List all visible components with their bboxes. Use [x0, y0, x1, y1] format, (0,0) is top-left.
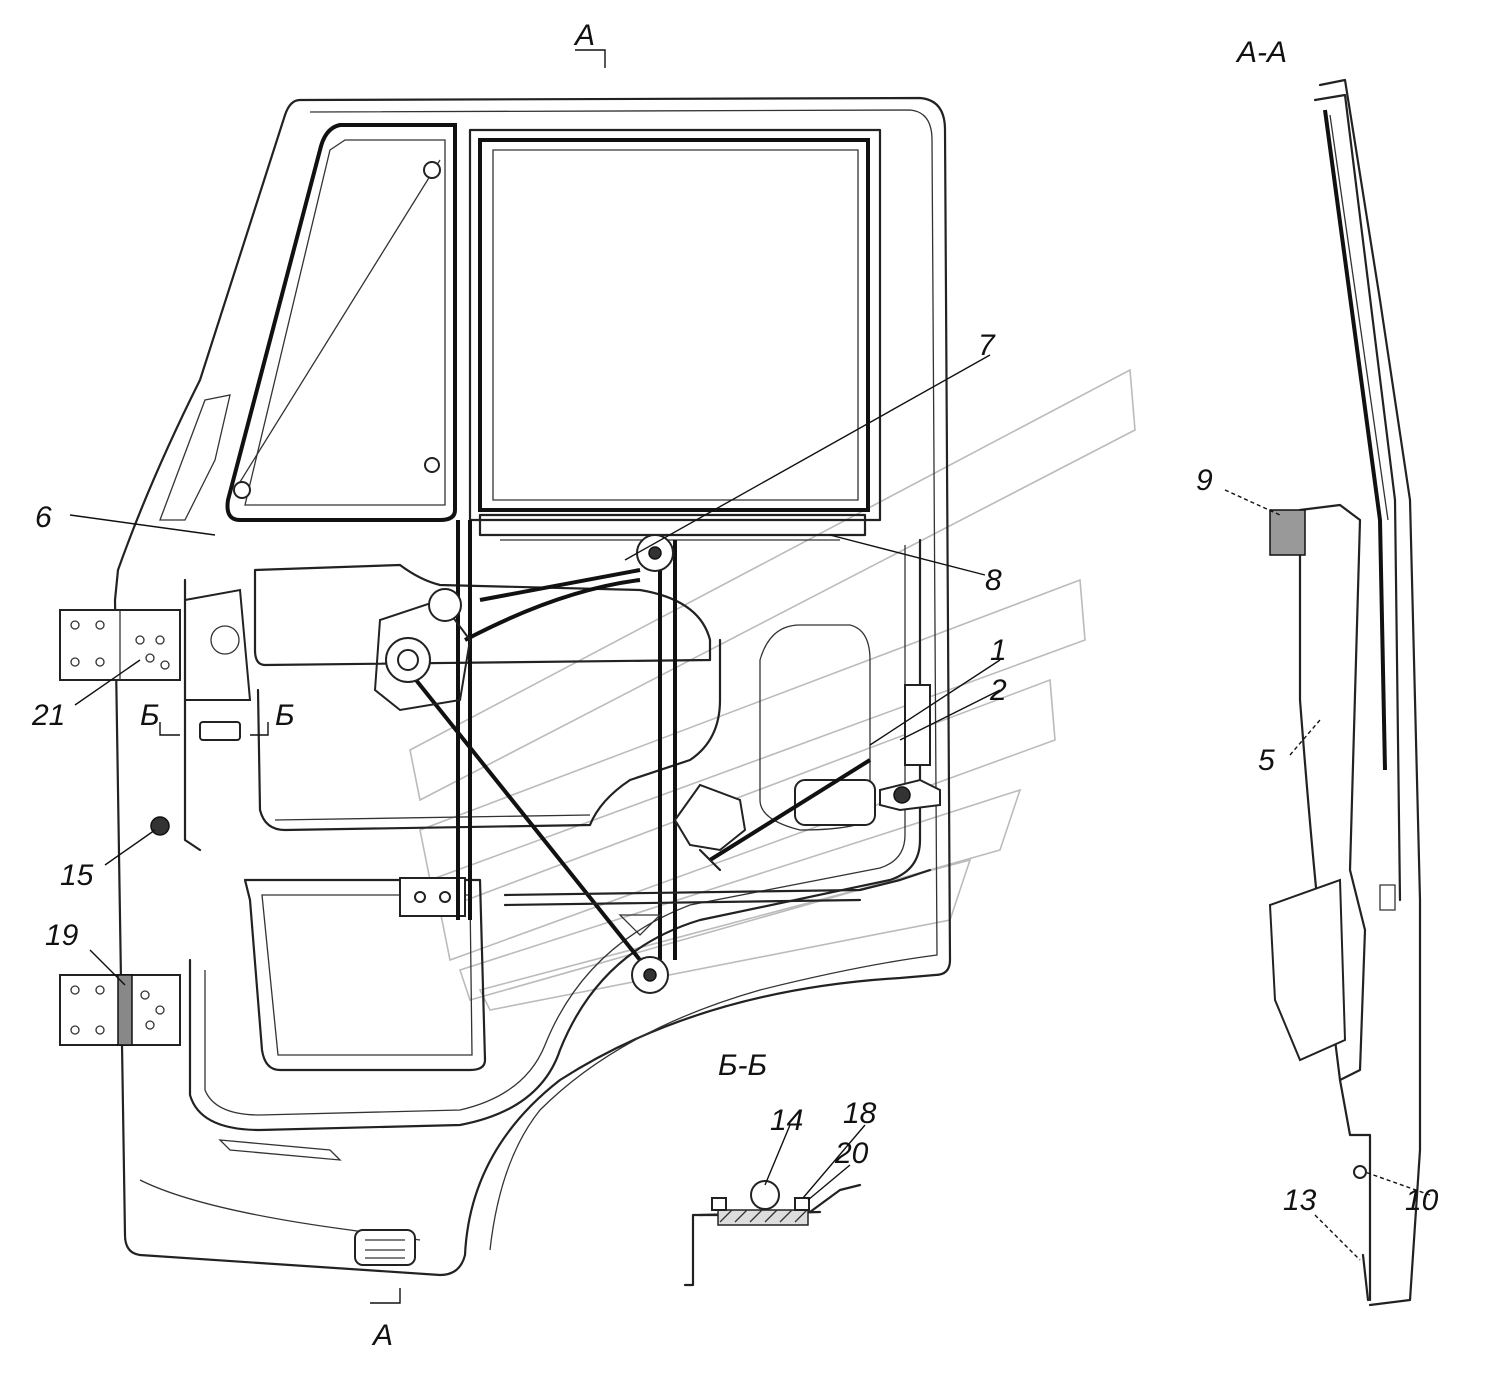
section-bb-view: [683, 1180, 862, 1287]
window-regulator: [183, 520, 932, 1072]
section-aa-title: A-A: [1235, 36, 1287, 69]
section-bb-title: Б-Б: [718, 1049, 767, 1082]
callout-1: 1: [990, 634, 1007, 667]
callout-21: 21: [31, 699, 65, 732]
callout-13: 13: [1283, 1184, 1317, 1217]
section-mark-b-left: Б: [140, 699, 160, 732]
section-mark-bottom-a: A: [371, 1319, 393, 1352]
callout-10: 10: [1405, 1184, 1439, 1217]
callout-5: 5: [1258, 744, 1275, 777]
leader-lines: [69, 354, 1431, 1261]
door-panel: [113, 96, 952, 1277]
callout-2: 2: [989, 674, 1007, 707]
callout-15: 15: [60, 859, 94, 892]
callout-14: 14: [770, 1104, 803, 1137]
callout-7: 7: [978, 329, 996, 362]
callout-19: 19: [45, 919, 79, 952]
callout-18: 18: [843, 1097, 877, 1130]
door-handle-lock: [673, 624, 941, 872]
callout-8: 8: [985, 564, 1002, 597]
hinges: [59, 588, 252, 1046]
callout-9: 9: [1196, 464, 1213, 497]
window-frames: [159, 123, 882, 541]
section-cut-markers: [159, 49, 606, 1304]
callout-20: 20: [834, 1137, 869, 1170]
section-mark-top-a: A: [573, 19, 595, 52]
callout-6: 6: [35, 501, 52, 534]
watermark-logo: [409, 368, 1136, 1011]
section-mark-b-right: Б: [275, 699, 295, 732]
section-aa-view: [1268, 78, 1422, 1307]
